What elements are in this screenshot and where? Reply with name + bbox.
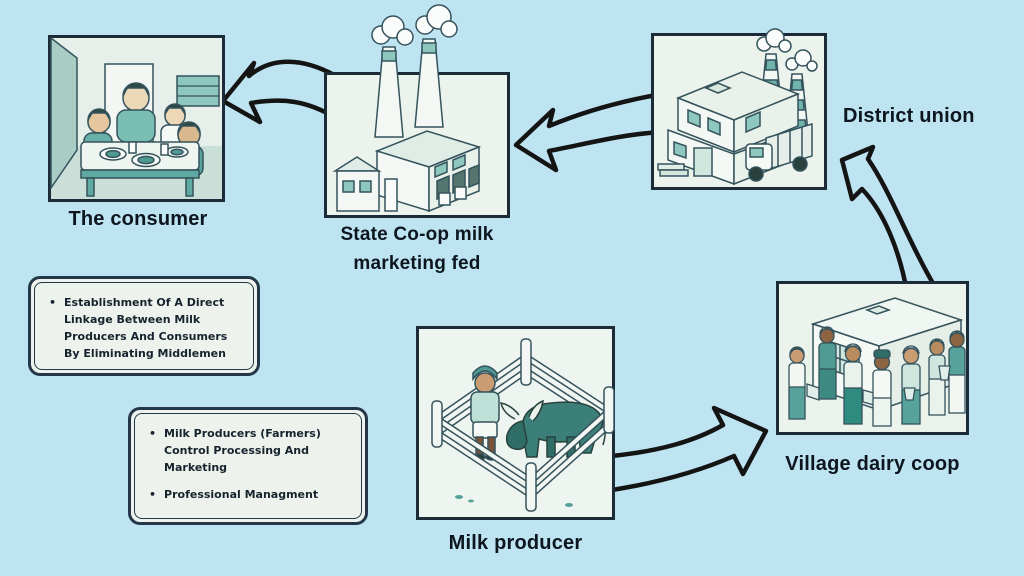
milk-factory-scene — [327, 4, 507, 215]
smoke-icon — [756, 28, 818, 72]
district-union-illustration — [651, 28, 827, 190]
dining-table — [80, 141, 200, 197]
district-union-label: District union — [843, 105, 975, 127]
crate — [454, 186, 467, 200]
bullet-marker: • — [149, 427, 157, 440]
milk-pail — [938, 365, 951, 381]
window — [707, 116, 721, 137]
roof-vent — [864, 305, 892, 315]
consumer-illustration — [48, 35, 225, 202]
arrow-state-coop-to-consumer — [220, 59, 339, 125]
note-bullet: • Establishment Of A Direct Linkage Betw… — [49, 294, 241, 362]
buffalo-horn — [528, 399, 544, 422]
milk-glass — [160, 143, 169, 156]
consumer-node — [48, 35, 225, 202]
steps — [657, 163, 689, 177]
factory-buildings — [332, 130, 482, 213]
fence-rails-front — [435, 408, 612, 498]
window — [745, 110, 761, 134]
village-collection-scene — [779, 284, 966, 432]
state-coop-label-line2: marketing fed — [353, 253, 481, 275]
milk-producer-illustration — [416, 326, 615, 520]
milk-pail — [903, 387, 916, 401]
villager — [901, 345, 921, 425]
smokestack — [374, 46, 404, 138]
milk-pail — [862, 389, 875, 406]
note-bullet: • Milk Producers (Farmers) Control Proce… — [149, 425, 349, 476]
fence-post — [520, 338, 532, 386]
village-coop-illustration — [776, 281, 969, 435]
villager — [938, 330, 966, 414]
truck-window — [749, 147, 764, 158]
loading-dock — [436, 163, 480, 206]
smoke-icon — [371, 4, 458, 46]
arrow-district-union-to-state-coop — [513, 91, 665, 173]
note-text: Milk Producers (Farmers) Control Process… — [164, 427, 321, 475]
smokestack — [414, 38, 444, 128]
knit-cap — [472, 365, 498, 382]
note-direct-linkage-body: • Establishment Of A Direct Linkage Betw… — [34, 282, 254, 370]
arrow-village-coop-to-district-union — [839, 144, 941, 295]
state-coop-illustration — [324, 4, 510, 218]
consumer-label: The consumer — [68, 208, 208, 230]
village-coop-label: Village dairy coop — [785, 453, 960, 475]
district-union-node — [651, 28, 827, 190]
crate — [438, 192, 451, 206]
milk-glass — [128, 141, 137, 154]
note-bullet: • Professional Managment — [149, 486, 349, 503]
window — [687, 108, 701, 129]
shorts — [472, 421, 498, 439]
smokestacks — [374, 38, 444, 138]
milk-producer-node — [416, 326, 615, 520]
front-house — [332, 156, 398, 212]
note-text: Establishment Of A Direct Linkage Betwee… — [64, 296, 228, 361]
villager — [788, 346, 820, 420]
buffalo-horn — [500, 402, 520, 420]
milk-producer-label: Milk producer — [448, 532, 583, 554]
window — [673, 140, 687, 160]
bullet-marker: • — [149, 488, 157, 502]
state-coop-label-line1: State Co-op milk — [340, 224, 494, 245]
village-coop-node — [776, 281, 969, 435]
roof-box — [704, 82, 732, 94]
villager-queue — [788, 326, 966, 427]
window — [176, 75, 220, 107]
window — [452, 153, 466, 172]
fence-posts — [431, 386, 615, 512]
door — [384, 178, 398, 212]
note-producer-control-body: • Milk Producers (Farmers) Control Proce… — [134, 413, 362, 519]
door — [693, 147, 713, 177]
state-coop-node — [324, 4, 510, 218]
side-wall — [50, 36, 78, 191]
note-text: Professional Managment — [164, 488, 319, 502]
note-producer-control: • Milk Producers (Farmers) Control Proce… — [128, 407, 368, 525]
family-dinner-scene — [50, 36, 222, 199]
wheel — [792, 156, 808, 172]
state-coop-label: State Co-op milk marketing fed — [327, 220, 507, 279]
villager — [872, 349, 892, 427]
villager — [818, 326, 837, 400]
milk-pail — [806, 383, 820, 401]
window — [342, 180, 355, 193]
wheel — [748, 166, 764, 182]
villager — [843, 343, 875, 425]
district-plant-scene — [654, 28, 824, 187]
bullet-marker: • — [49, 296, 57, 309]
arrow-milk-producer-to-village-coop — [609, 405, 769, 493]
farmer-buffalo-scene — [419, 329, 615, 517]
note-direct-linkage: • Establishment Of A Direct Linkage Betw… — [28, 276, 260, 376]
window — [359, 180, 372, 193]
delivery-truck — [745, 122, 813, 182]
buffalo-head — [505, 420, 528, 451]
ground-dots — [455, 495, 573, 507]
window — [434, 160, 448, 179]
